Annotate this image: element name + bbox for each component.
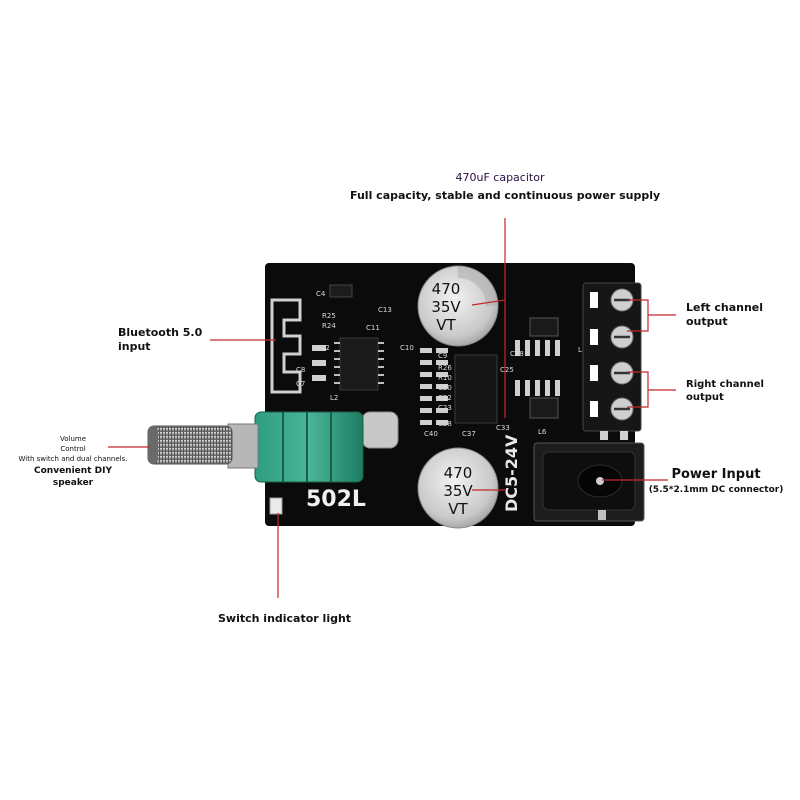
power-annotation-line1: Power Input	[671, 467, 761, 482]
indicator-annotation-line1: Switch indicator light	[218, 612, 352, 625]
svg-text:C11: C11	[366, 324, 380, 332]
ic-bluetooth	[339, 337, 379, 391]
bluetooth-annotation-line2: input	[118, 340, 151, 353]
right-channel-annotation-line1: Right channel	[686, 379, 764, 390]
left-channel-annotation-line1: Left channel	[686, 301, 764, 314]
capacitor-bottom	[417, 447, 499, 529]
svg-text:L6: L6	[538, 428, 547, 436]
cap-top-series: VT	[436, 316, 456, 334]
svg-text:C13: C13	[378, 306, 392, 314]
svg-text:C10: C10	[400, 344, 414, 352]
cap-top-voltage: 35V	[431, 298, 461, 316]
inductors	[529, 317, 559, 419]
bluetooth-antenna	[270, 298, 302, 394]
volume-annotation-line1: Volume	[59, 435, 87, 443]
svg-text:R24: R24	[322, 322, 336, 330]
capacitor-top	[417, 265, 499, 347]
screw-terminal	[582, 282, 642, 440]
svg-text:C28: C28	[438, 420, 452, 428]
power-annotation-line2: (5.5*2.1mm DC connector)	[648, 485, 784, 495]
power-annotation: Power Input (5.5*2.1mm DC connector)	[646, 467, 786, 497]
indicator-led	[269, 497, 283, 515]
bluetooth-annotation-line1: Bluetooth 5.0	[118, 326, 203, 339]
svg-text:C12: C12	[316, 344, 330, 352]
left-channel-annotation: Left channel output	[686, 301, 763, 329]
svg-text:C9: C9	[438, 352, 447, 360]
svg-text:C33: C33	[496, 424, 510, 432]
svg-text:C4: C4	[316, 290, 326, 298]
board-model-label: 502L	[306, 487, 366, 512]
crystal	[361, 411, 399, 449]
right-channel-annotation-line2: output	[686, 392, 724, 403]
volume-annotation-line5: speaker	[52, 478, 94, 488]
volume-annotation-line4: Convenient DIY	[34, 466, 112, 476]
svg-text:C18: C18	[510, 350, 524, 358]
volume-annotation-line2: Control	[60, 445, 86, 453]
cap-bottom-value: 470	[444, 464, 473, 482]
svg-text:R10: R10	[438, 374, 452, 382]
svg-text:C22: C22	[438, 394, 452, 402]
leader-lines	[108, 218, 676, 598]
svg-text:C40: C40	[424, 430, 438, 438]
svg-text:C20: C20	[438, 384, 452, 392]
svg-text:L2: L2	[330, 394, 338, 402]
indicator-annotation: Switch indicator light	[218, 612, 351, 626]
right-channel-annotation: Right channel output	[686, 378, 764, 404]
volume-annotation-line3: With switch and dual channels.	[18, 455, 128, 463]
svg-text:C7: C7	[296, 380, 305, 388]
svg-text:R25: R25	[322, 312, 336, 320]
svg-text:C8: C8	[296, 366, 305, 374]
pot-body	[254, 411, 364, 483]
ic-small	[329, 284, 353, 298]
svg-text:R26: R26	[438, 364, 452, 372]
svg-text:C37: C37	[462, 430, 476, 438]
capacitor-annotation-line2: Full capacity, stable and continuous pow…	[350, 189, 661, 202]
left-channel-annotation-line2: output	[686, 315, 728, 328]
capacitor-annotation: 470uF capacitor Full capacity, stable an…	[350, 171, 661, 203]
ic-pins	[334, 342, 384, 384]
board-voltage-label: DC5-24V	[502, 434, 521, 512]
pot-mount	[227, 423, 259, 469]
bluetooth-annotation: Bluetooth 5.0 input	[118, 326, 202, 354]
pot-shaft	[147, 425, 233, 465]
silkscreen-labels: R25 R24 C12 C8 C7 L2 C10 C13 C11 C9 R26 …	[296, 290, 586, 438]
dc-jack	[533, 442, 645, 522]
amp-chip	[454, 354, 498, 424]
cap-bottom-series: VT	[448, 500, 468, 518]
smd-components	[312, 340, 560, 425]
capacitor-annotation-line1: 470uF capacitor	[455, 171, 545, 184]
svg-text:C25: C25	[500, 366, 514, 374]
svg-text:L3: L3	[578, 346, 586, 354]
potentiometer	[147, 411, 364, 483]
svg-text:C23: C23	[438, 404, 452, 412]
cap-bottom-voltage: 35V	[443, 482, 473, 500]
cap-top-value: 470	[432, 280, 461, 298]
volume-annotation: Volume Control With switch and dual chan…	[18, 434, 128, 489]
